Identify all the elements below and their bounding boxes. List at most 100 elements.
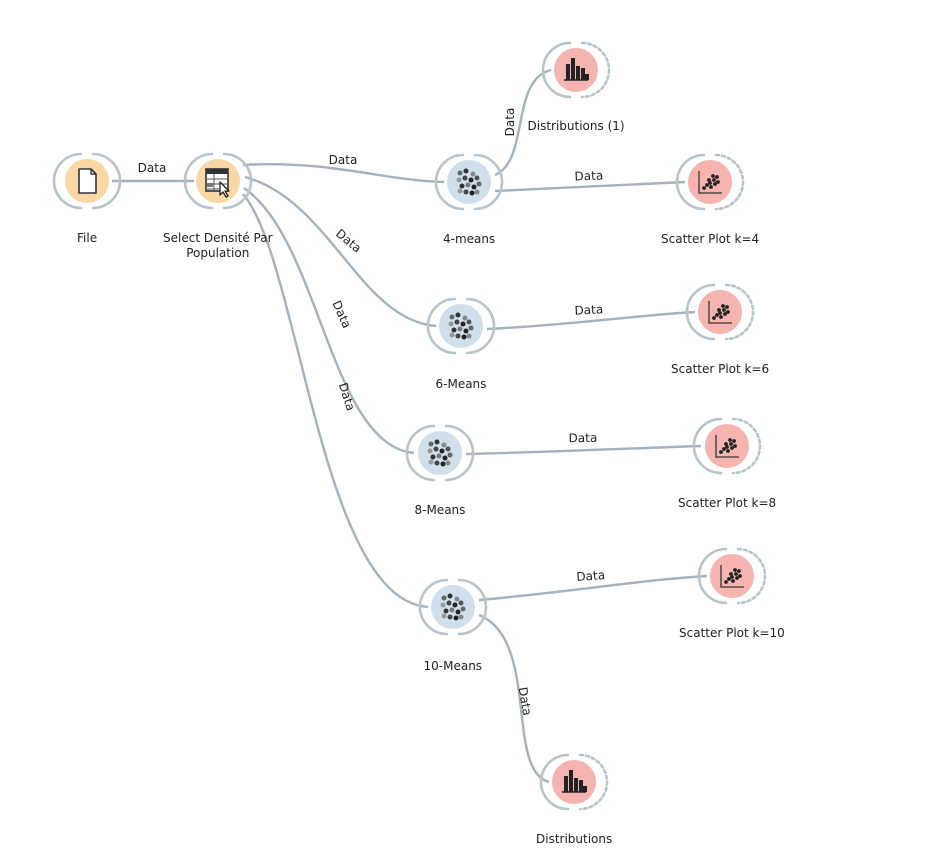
output-anchor[interactable] (736, 547, 767, 605)
node-label-line: 6-Means (435, 377, 487, 391)
link-label-km4-dist1: Data (503, 108, 517, 137)
node-dist[interactable] (539, 753, 609, 811)
scatter-plot-icon (720, 565, 744, 588)
select-rows-icon (205, 168, 230, 198)
node-label-sp10: Scatter Plot k=10 (679, 626, 785, 641)
link-label-select-km4: Data (329, 153, 358, 167)
output-anchor[interactable] (473, 153, 504, 211)
link-km4-dist1[interactable] (494, 68, 552, 177)
input-anchor[interactable] (418, 578, 449, 636)
kmeans-icon (440, 593, 466, 621)
node-label-line: Distributions (536, 832, 613, 846)
input-anchor[interactable] (434, 153, 465, 211)
output-anchor[interactable] (724, 283, 755, 341)
file-icon (78, 168, 97, 194)
output-anchor[interactable] (444, 424, 475, 482)
input-anchor[interactable] (52, 152, 83, 210)
node-label-line: 10-Means (423, 659, 483, 673)
node-km4[interactable] (434, 153, 504, 211)
kmeans-icon (456, 168, 482, 196)
node-km6[interactable] (426, 297, 496, 355)
node-label-km6: 6-Means (436, 377, 487, 392)
output-anchor[interactable] (578, 753, 609, 811)
node-body[interactable] (447, 160, 491, 204)
node-label-file: File (77, 231, 97, 246)
node-label-line: Scatter Plot k=10 (679, 626, 785, 640)
link-label-km4-sp4: Data (574, 169, 603, 184)
output-anchor[interactable] (580, 41, 611, 99)
node-dist1[interactable] (541, 41, 611, 99)
distributions-icon (564, 58, 589, 81)
link-label-select-km10: Data (336, 381, 358, 413)
node-label-line: File (77, 231, 98, 245)
kmeans-icon (448, 312, 474, 340)
node-label-line: 4-means (443, 232, 496, 246)
node-body[interactable] (439, 304, 483, 348)
node-label-dist1: Distributions (1) (528, 119, 625, 134)
node-label-line: Population (186, 246, 250, 260)
node-label-sp4: Scatter Plot k=4 (661, 232, 759, 247)
node-sp6[interactable] (685, 283, 755, 341)
output-anchor[interactable] (222, 152, 253, 210)
link-label-km10-dist: Data (516, 686, 535, 717)
node-km8[interactable] (405, 424, 475, 482)
node-label-km8: 8-Means (415, 503, 466, 518)
node-label-dist: Distributions (536, 832, 612, 847)
link-km10-sp10[interactable] (478, 574, 708, 602)
input-anchor[interactable] (685, 283, 716, 341)
node-label-sp8: Scatter Plot k=8 (678, 496, 776, 511)
scatter-plot-icon (715, 435, 739, 458)
link-km10-dist[interactable] (478, 613, 550, 784)
scatter-plot-icon (708, 301, 732, 324)
node-body[interactable] (418, 431, 462, 475)
link-km4-sp4[interactable] (494, 180, 686, 193)
nodes-layer (52, 41, 767, 811)
node-label-line: Scatter Plot k=4 (661, 232, 760, 246)
input-anchor[interactable] (675, 153, 706, 211)
node-sp4[interactable] (675, 153, 745, 211)
node-label-line: 8-Means (414, 503, 466, 517)
kmeans-icon (427, 439, 453, 467)
input-anchor[interactable] (405, 424, 436, 482)
links-layer (112, 68, 708, 784)
node-sp8[interactable] (692, 417, 762, 475)
node-label-line: Scatter Plot k=6 (671, 362, 770, 376)
node-label-line: Distributions (1) (527, 119, 625, 133)
output-anchor[interactable] (731, 417, 762, 475)
link-label-file-select: Data (138, 161, 167, 175)
output-anchor[interactable] (91, 152, 122, 210)
link-select-km10[interactable] (242, 193, 429, 609)
link-select-km4[interactable] (242, 163, 445, 184)
node-label-km4: 4-means (443, 232, 495, 247)
node-label-line: Scatter Plot k=8 (678, 496, 777, 510)
node-select[interactable] (183, 152, 253, 210)
link-km8-sp8[interactable] (465, 444, 702, 456)
link-label-km8-sp8: Data (568, 431, 597, 445)
input-anchor[interactable] (697, 547, 728, 605)
link-select-km6[interactable] (244, 175, 437, 328)
distributions-icon (562, 770, 587, 793)
input-anchor[interactable] (692, 417, 723, 475)
node-label-km10: 10-Means (424, 659, 483, 674)
node-km10[interactable] (418, 578, 488, 636)
input-anchor[interactable] (183, 152, 214, 210)
node-label-sp6: Scatter Plot k=6 (671, 362, 769, 377)
link-km6-sp6[interactable] (486, 310, 696, 331)
output-anchor[interactable] (465, 297, 496, 355)
input-anchor[interactable] (541, 41, 572, 99)
input-anchor[interactable] (426, 297, 457, 355)
node-body[interactable] (431, 585, 475, 629)
scatter-plot-icon (698, 171, 722, 194)
output-anchor[interactable] (714, 153, 745, 211)
node-sp10[interactable] (697, 547, 767, 605)
link-label-select-km8: Data (329, 298, 353, 330)
output-anchor[interactable] (457, 578, 488, 636)
link-label-km6-sp6: Data (574, 302, 603, 317)
input-anchor[interactable] (539, 753, 570, 811)
node-file[interactable] (52, 152, 122, 210)
node-label-line: Select Densité Par (163, 231, 273, 245)
link-select-km8[interactable] (243, 187, 415, 455)
link-label-km10-sp10: Data (576, 568, 606, 584)
